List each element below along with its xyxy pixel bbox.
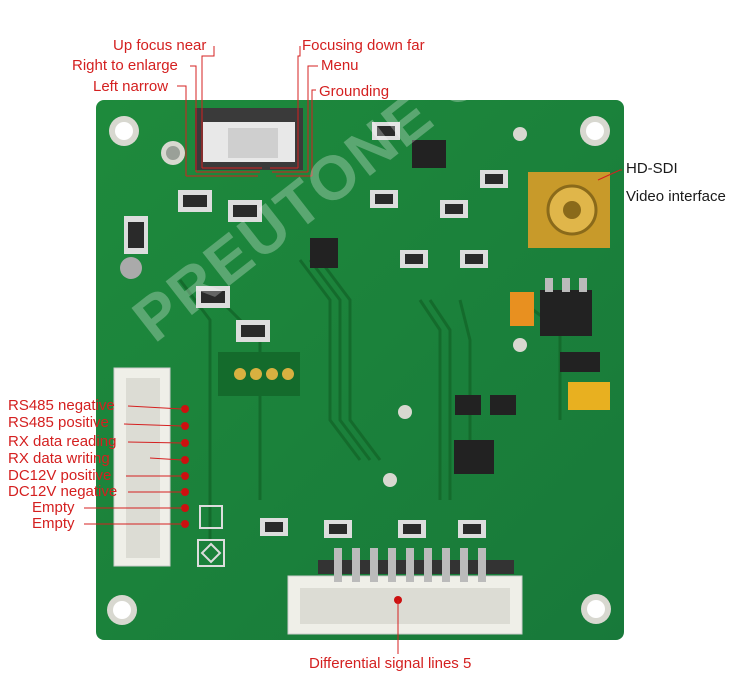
callout-leaders [84, 46, 622, 654]
label-rs485-positive: RS485 positive [8, 414, 109, 431]
label-focusing-down-far: Focusing down far [302, 37, 425, 54]
label-differential-signal: Differential signal lines 5 [309, 655, 472, 672]
label-empty-2: Empty [32, 515, 75, 532]
capacitor [120, 257, 142, 279]
label-rx-data-reading: RX data reading [8, 433, 117, 450]
label-left-narrow: Left narrow [93, 78, 169, 95]
label-dc12v-positive: DC12V positive [8, 467, 112, 484]
label-rs485-negative: RS485 negative [8, 397, 115, 414]
silkscreen-marks [197, 505, 225, 567]
bottom-connector [287, 548, 523, 635]
mounting-holes [107, 116, 611, 625]
label-dc12v-negative: DC12V negative [8, 483, 118, 500]
left-connector [113, 367, 189, 567]
label-hd-sdi: HD-SDI [626, 160, 678, 177]
regulator [510, 278, 610, 410]
label-up-focus-near: Up focus near [113, 37, 207, 54]
label-video-interface: Video interface [626, 188, 726, 205]
label-menu: Menu [321, 57, 359, 74]
label-empty-1: Empty [32, 499, 75, 516]
hd-sdi-connector [528, 172, 610, 248]
label-rx-data-writing: RX data writing [8, 450, 110, 467]
ic-chips [310, 140, 600, 474]
smd-components [124, 122, 508, 538]
pcb-board [96, 100, 624, 640]
four-pin-header [218, 352, 300, 396]
label-right-to-enlarge: Right to enlarge [72, 57, 178, 74]
top-connector [195, 108, 303, 170]
label-grounding: Grounding [319, 83, 390, 100]
